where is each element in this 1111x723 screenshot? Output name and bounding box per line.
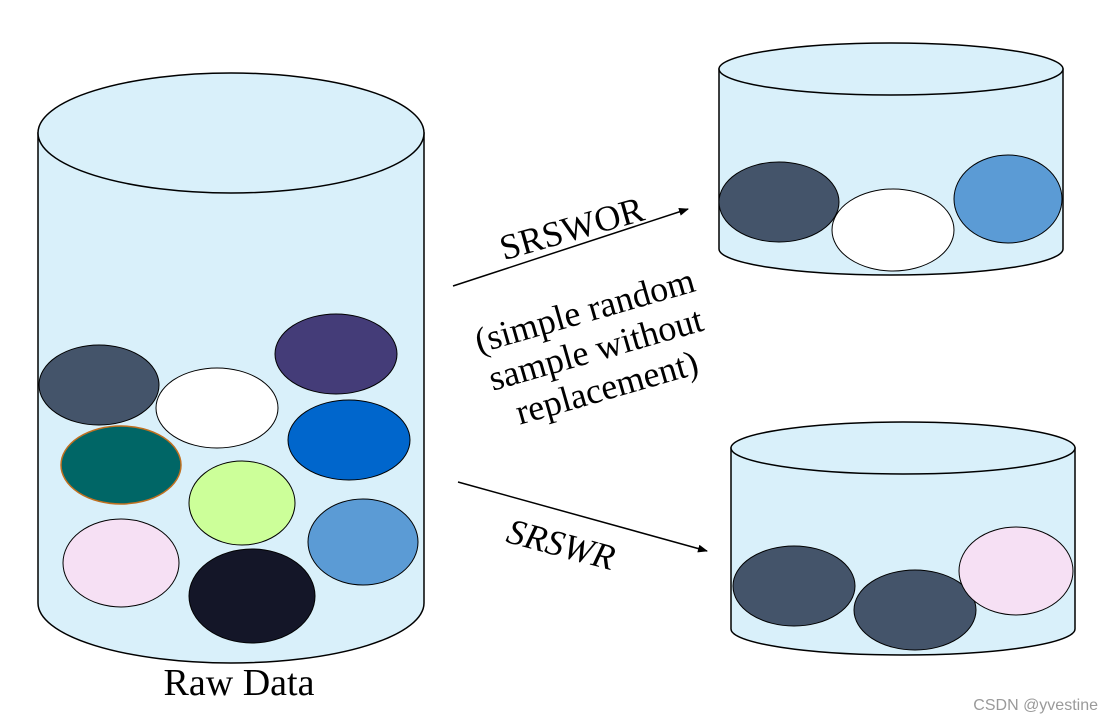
raw-data-label: Raw Data [164, 662, 315, 704]
ball-slate [732, 545, 856, 627]
srswr-cylinder-top [730, 421, 1076, 475]
srswr-label: SRSWR [503, 511, 620, 578]
ball-navy [188, 548, 316, 644]
ball-blue [287, 399, 411, 481]
srswor-balls [718, 154, 1063, 272]
srswr-cylinder [730, 421, 1076, 656]
srswr-balls [732, 526, 1074, 651]
ball-pink [958, 526, 1074, 616]
ball-pink [62, 518, 180, 608]
srswor-cylinder [718, 42, 1064, 276]
ball-steel-blue [307, 498, 419, 586]
srswr-label-group: SRSWR [503, 511, 620, 578]
ball-white [831, 188, 955, 272]
ball-steel-blue [953, 154, 1063, 244]
ball-slate [38, 344, 160, 426]
ball-purple [274, 313, 398, 395]
srswor-label-group: SRSWOR [495, 189, 648, 268]
srswor-arrow [452, 208, 689, 287]
ball-lime [188, 460, 296, 546]
srswor-label: SRSWOR [495, 189, 648, 268]
ball-slate [718, 161, 840, 243]
raw-data-cylinder-top [37, 72, 425, 194]
srswor-description: (simple random sample without replacemen… [470, 260, 707, 433]
ball-white [155, 367, 279, 449]
watermark: CSDN @yvestine [973, 697, 1098, 714]
srswr-arrow [457, 481, 708, 553]
raw-data-cylinder [37, 72, 425, 664]
ball-teal [60, 425, 182, 505]
raw-data-balls [38, 313, 419, 644]
srswor-cylinder-top [718, 42, 1064, 96]
ball-slate [853, 569, 977, 651]
